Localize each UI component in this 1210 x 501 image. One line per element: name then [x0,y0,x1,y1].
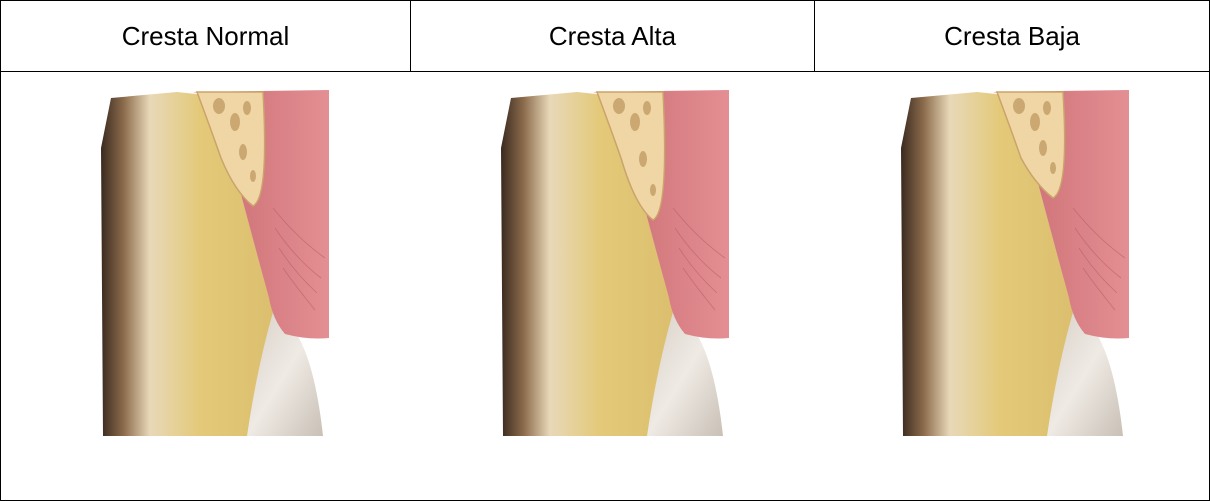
illustration-normal-crest [97,88,337,440]
tooth-gum-diagram-low [897,88,1137,440]
header-cresta-baja: Cresta Baja [815,1,1209,71]
tooth-gum-diagram-normal [97,88,337,440]
header-cresta-alta: Cresta Alta [411,1,815,71]
illustration-row [1,72,1209,500]
header-cresta-normal: Cresta Normal [1,1,411,71]
illustration-high-crest [497,88,737,440]
illustration-low-crest [897,88,1137,440]
tooth-gum-diagram-high [497,88,737,440]
header-row: Cresta Normal Cresta Alta Cresta Baja [1,1,1209,72]
